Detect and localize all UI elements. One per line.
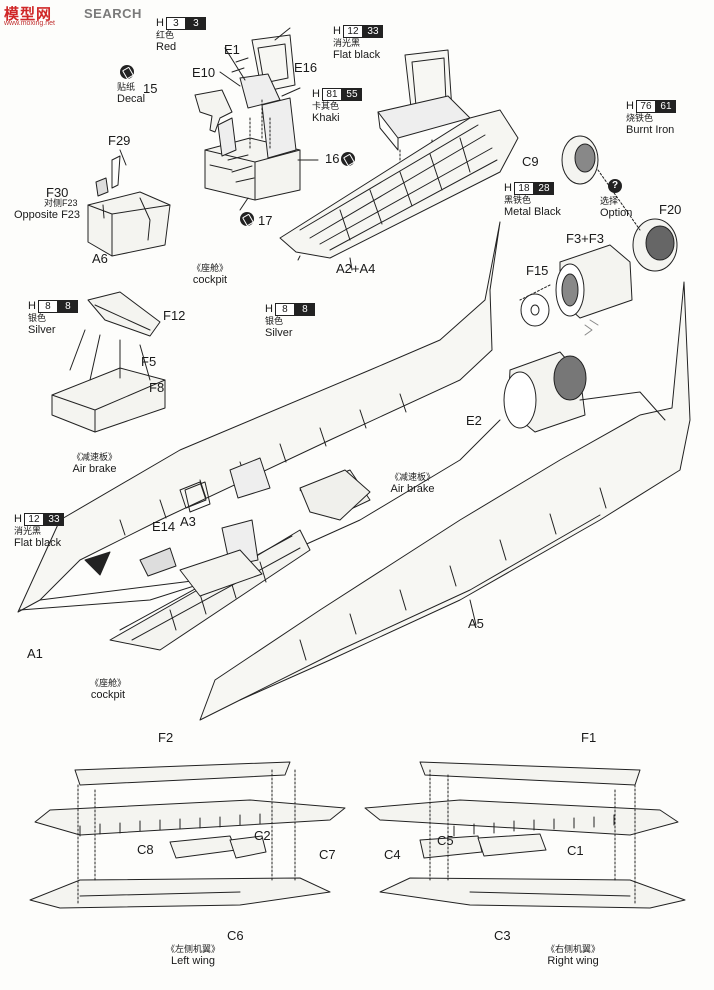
part-c1: C1 [567,843,584,858]
part-16: 16 [325,151,340,166]
right-wing-drawing [364,761,686,909]
right-fuselage-drawing [199,281,691,721]
option-icon: ? [608,179,622,193]
part-a1: A1 [27,646,43,661]
part-c5: C5 [437,833,454,848]
part-c2: C2 [254,828,271,843]
part-15: 15 [143,81,158,96]
watermark-search: SEARCH [84,6,142,21]
part-e2: E2 [466,413,482,428]
part-c8: C8 [137,842,154,857]
part-e16: E16 [294,60,318,75]
watermark-logo: 模型网 [4,6,53,23]
air-brake-drawing [51,291,371,521]
part-c4: C4 [384,847,401,862]
part-e1: E1 [224,42,240,57]
part-c9: C9 [522,154,539,169]
part-f20: F20 [659,202,682,217]
part-f12: F12 [163,308,186,323]
engine-exhaust-drawing [503,135,678,433]
part-f30: F30 [46,185,69,200]
caption-cockpit-1: 《座舱》cockpit [192,263,229,286]
part-e14: E14 [152,519,176,534]
decal-icon-17 [240,212,254,226]
caption-air-brake-1: 《减速板》Air brake [72,452,118,475]
caption-air-brake-2: 《减速板》Air brake [390,472,436,495]
caption-right-wing: 《右侧机翼》Right wing [546,944,601,967]
left-wing-drawing [29,761,346,909]
part-f15: F15 [526,263,549,278]
part-f2: F2 [158,730,174,745]
part-17: 17 [258,213,273,228]
part-a2-a4: A2+A4 [336,261,376,276]
watermark-url: www.moxing.net [4,20,55,27]
left-cockpit-parts-drawing [87,149,171,257]
decal-icon-16 [341,152,355,166]
caption-left-wing: 《左侧机翼》Left wing [166,944,221,967]
part-f29: F29 [108,133,131,148]
decal-icon [120,65,134,79]
part-c7: C7 [319,847,336,862]
part-f8: F8 [149,380,165,395]
caption-cockpit-2: 《座舱》cockpit [90,678,127,701]
watermark: 模型网 www.moxing.net SEARCH [0,0,160,30]
part-c3: C3 [494,928,511,943]
part-a5: A5 [468,616,484,631]
part-f5: F5 [141,354,157,369]
part-f1: F1 [581,730,597,745]
fuselage-cockpit-drawing [109,481,311,651]
nose-section-drawing [279,109,519,271]
part-f3-f3: F3+F3 [566,231,604,246]
part-a3: A3 [180,514,196,529]
part-a6: A6 [92,251,108,266]
cockpit-tub-drawing [194,27,319,211]
part-e10: E10 [192,65,216,80]
part-c6: C6 [227,928,244,943]
